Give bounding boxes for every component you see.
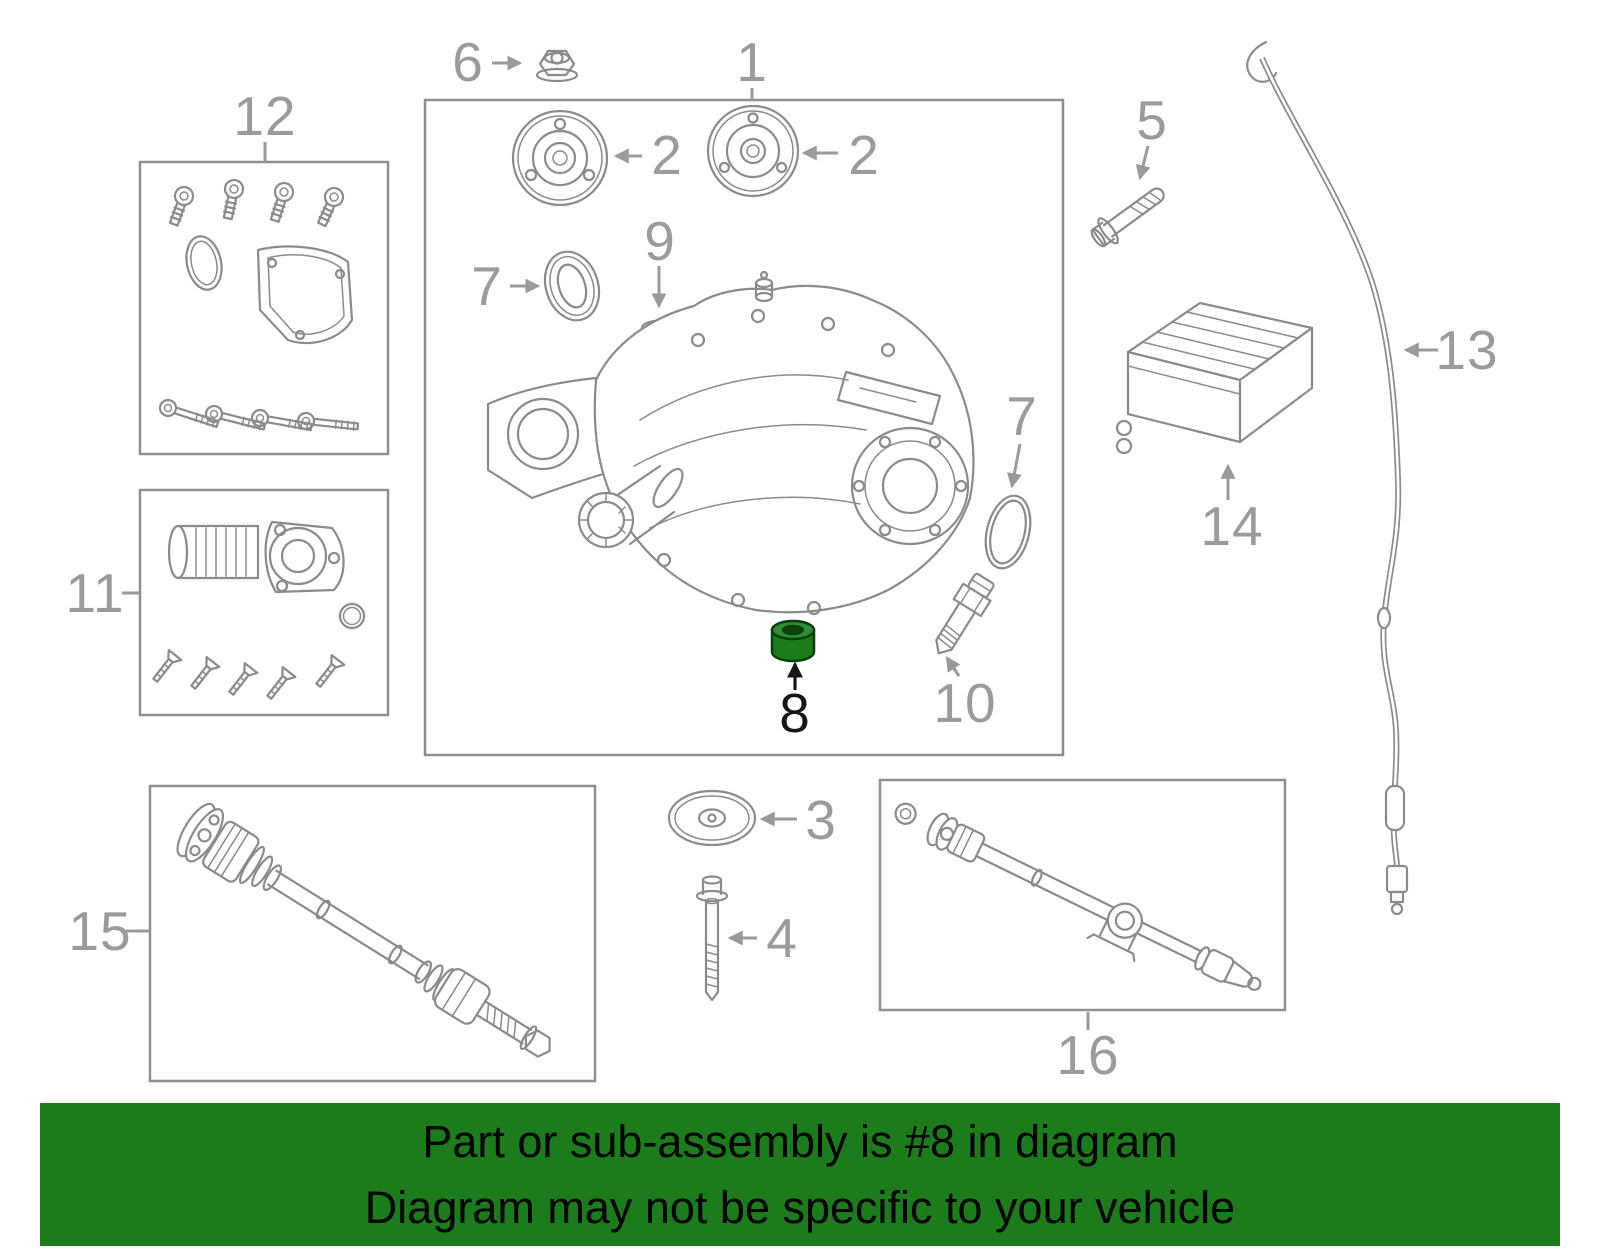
seal-ring-drawing [543,250,601,322]
callout-5: 5 [1136,89,1168,151]
callout-connector-lines [122,88,1090,1030]
sensor-drawing [935,572,995,655]
group-11-box [138,488,390,717]
callout-12: 12 [233,85,297,147]
differential-housing-drawing [486,270,975,616]
banner-line-1: Part or sub-assembly is #8 in diagram [422,1116,1178,1168]
callout-10: 10 [933,672,997,734]
mount-bushing-left-drawing [511,109,609,207]
mount-bushing-right-drawing [706,104,800,198]
highlighted-part-8-drawing [770,619,816,663]
info-banner: Part or sub-assembly is #8 in diagram Di… [40,1103,1560,1246]
group-11-parts-drawing [152,520,366,700]
main-assembly-box [423,98,1065,757]
callout-15: 15 [68,900,132,962]
driveshaft-rear-drawing [894,802,1262,991]
o-ring-drawing [984,494,1032,570]
callout-9: 9 [644,210,676,272]
flange-nut-drawing [535,49,579,83]
callout-2-right: 2 [848,124,880,186]
washer-plug-drawing [667,789,757,847]
callout-14: 14 [1200,495,1264,557]
group-12-parts-drawing [158,178,360,432]
group-15-box [148,784,597,1083]
control-module-drawing [1115,301,1314,455]
banner-line-2: Diagram may not be specific to your vehi… [364,1181,1236,1233]
bolt-vertical-drawing [695,875,729,1002]
callout-16: 16 [1056,1024,1120,1086]
callout-arrows [492,55,1438,946]
callout-11: 11 [65,562,125,624]
callout-7-left: 7 [471,255,503,317]
driveshaft-front-drawing [176,802,551,1058]
callout-2-left: 2 [651,124,683,186]
callout-6: 6 [452,31,484,93]
bolt-angled-drawing [1090,187,1165,248]
callout-1: 1 [736,31,768,93]
callout-3: 3 [805,789,837,851]
callout-8-highlighted: 8 [779,682,811,744]
callout-7-right: 7 [1006,385,1038,447]
callout-13: 13 [1435,319,1499,381]
vent-tube-drawing [1246,40,1409,916]
group-16-box [878,778,1287,1012]
callout-4: 4 [766,907,798,969]
